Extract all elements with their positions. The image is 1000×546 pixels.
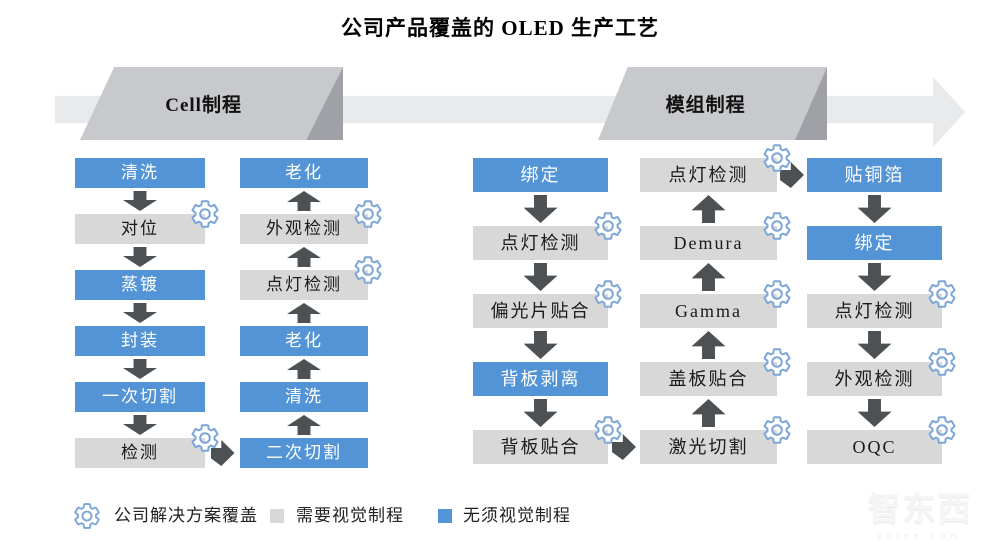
gear-icon <box>761 210 793 242</box>
legend-label-solution-coverage: 公司解决方案覆盖 <box>114 506 258 525</box>
process-box: 外观检测 <box>807 362 942 396</box>
flow-arrow-up <box>287 415 321 435</box>
process-box: 一次切割 <box>75 382 205 412</box>
flow-arrow-down <box>123 191 157 211</box>
flow-arrow-up <box>691 399 726 427</box>
watermark-logo: 智东西 <box>867 490 973 527</box>
process-box: 绑定 <box>473 158 608 192</box>
flow-arrow-up <box>287 247 321 267</box>
flow-arrow-up <box>287 359 321 379</box>
flow-arrow-down <box>857 399 892 427</box>
process-box: Demura <box>640 226 777 260</box>
process-box: 对位 <box>75 214 205 244</box>
process-box: 背板贴合 <box>473 430 608 464</box>
watermark: 智东西 zhidx.com <box>845 482 995 541</box>
blue-square-icon <box>438 509 452 523</box>
process-box: 点灯检测 <box>473 226 608 260</box>
flow-arrow-up <box>691 331 726 359</box>
gear-icon <box>926 346 958 378</box>
flow-arrow-down <box>523 195 558 223</box>
gear-icon <box>189 198 221 230</box>
gear-icon <box>761 142 793 174</box>
process-box: 贴铜箔 <box>807 158 942 192</box>
stage-shape <box>80 67 343 140</box>
process-box: 盖板贴合 <box>640 362 777 396</box>
process-box: OQC <box>807 430 942 464</box>
flow-arrow-down <box>857 331 892 359</box>
gear-icon <box>926 278 958 310</box>
flow-arrow-down <box>523 331 558 359</box>
gear-icon <box>592 278 624 310</box>
watermark-domain: zhidx.com <box>877 531 963 541</box>
flow-arrow-down <box>123 303 157 323</box>
process-box: 老化 <box>240 326 368 356</box>
flow-arrow-up <box>691 263 726 291</box>
gear-icon <box>926 414 958 446</box>
page-title: 公司产品覆盖的 OLED 生产工艺 <box>340 16 659 40</box>
flow-arrow-up <box>287 303 321 323</box>
gear-icon <box>761 346 793 378</box>
flow-arrow-down <box>523 263 558 291</box>
process-box: 清洗 <box>75 158 205 188</box>
gear-icon <box>592 210 624 242</box>
process-box: 封装 <box>75 326 205 356</box>
legend-label-vision-needed: 需要视觉制程 <box>296 506 404 525</box>
legend: 公司解决方案覆盖 需要视觉制程 无须视觉制程 <box>0 498 1000 534</box>
process-box: 点灯检测 <box>640 158 777 192</box>
stage-label-module: 模组制程 <box>665 95 746 116</box>
gear-icon <box>761 414 793 446</box>
stage-header-module: 模组制程 <box>598 67 827 140</box>
gray-square-icon <box>270 509 284 523</box>
process-box: Gamma <box>640 294 777 328</box>
flow-arrow-down <box>123 415 157 435</box>
gear-icon <box>189 422 221 454</box>
process-box: 检测 <box>75 438 205 468</box>
process-box: 蒸镀 <box>75 270 205 300</box>
process-box: 点灯检测 <box>240 270 368 300</box>
process-box: 偏光片贴合 <box>473 294 608 328</box>
stage-shape <box>598 67 827 140</box>
gear-icon <box>352 198 384 230</box>
process-box: 外观检测 <box>240 214 368 244</box>
process-box: 清洗 <box>240 382 368 412</box>
flow-arrow-down <box>857 195 892 223</box>
process-box: 二次切割 <box>240 438 368 468</box>
flow-arrow-up <box>287 191 321 211</box>
stage-label-cell: Cell制程 <box>165 95 242 116</box>
legend-label-no-vision: 无须视觉制程 <box>463 506 571 525</box>
gear-icon <box>352 254 384 286</box>
stage-header-cell: Cell制程 <box>80 67 343 140</box>
process-box: 背板剥离 <box>473 362 608 396</box>
flow-arrow-down <box>123 247 157 267</box>
gear-icon <box>592 414 624 446</box>
process-box: 点灯检测 <box>807 294 942 328</box>
gear-icon <box>72 501 102 531</box>
flow-arrow-down <box>523 399 558 427</box>
flow-arrow-down <box>123 359 157 379</box>
flow-arrow-up <box>691 195 726 223</box>
process-box: 激光切割 <box>640 430 777 464</box>
process-box: 老化 <box>240 158 368 188</box>
process-box: 绑定 <box>807 226 942 260</box>
gear-icon <box>761 278 793 310</box>
flow-arrow-down <box>857 263 892 291</box>
